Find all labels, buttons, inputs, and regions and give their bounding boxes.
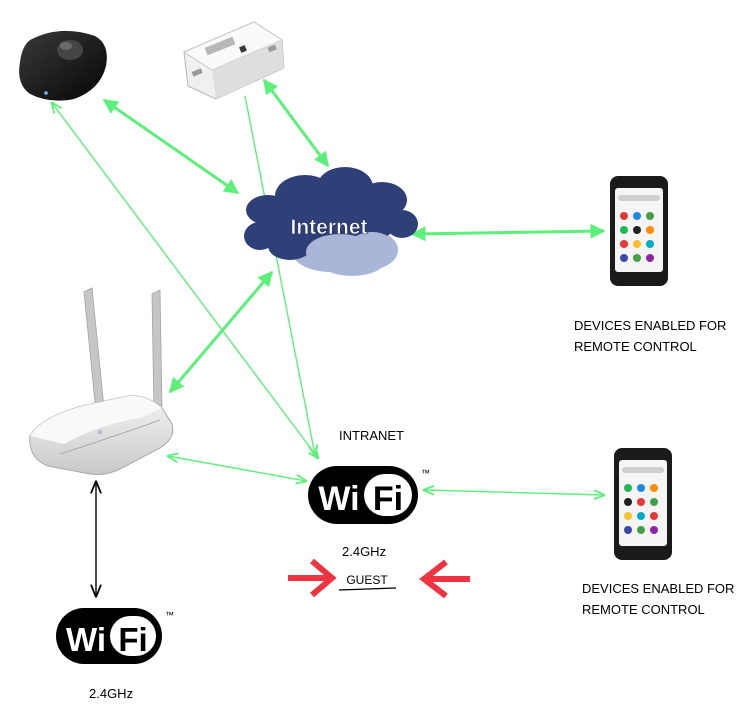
devices-top-caption: DEVICES ENABLED FOR REMOTE CONTROL [574, 315, 726, 357]
wifi-bottom-word-left: Wi [66, 621, 106, 658]
wifi-center-word-right: Fi [373, 480, 403, 518]
wifi-center-word-left: Wi [318, 480, 359, 518]
smartphone-icon [610, 176, 668, 286]
devices-bottom-line2: REMOTE CONTROL [582, 602, 705, 617]
link-router-wifi-center [168, 456, 306, 481]
link-router-cloud [168, 270, 274, 394]
cloud-label: Internet [290, 216, 367, 239]
guest-arrow-left [288, 558, 337, 598]
guest-marker: GUEST [288, 558, 470, 599]
wifi-bottom-frequency: 2.4GHz [89, 686, 134, 701]
wifi-logo-icon: Wi Fi ™ [308, 466, 430, 524]
link-hub-cloud [102, 98, 240, 195]
wifi-bottom-tm: ™ [165, 610, 174, 620]
link-switch-wifi-center [244, 95, 315, 455]
guest-label: GUEST [346, 573, 388, 587]
link-wifi-center-phone-bottom [424, 490, 604, 495]
devices-top-line1: DEVICES ENABLED FOR [574, 318, 727, 333]
internet-cloud-icon: Internet [244, 167, 418, 276]
wifi-bottom-word-right: Fi [118, 621, 147, 658]
connections [52, 78, 606, 596]
guest-underline [338, 587, 397, 591]
wifi-center-frequency: 2.4GHz [342, 544, 387, 559]
guest-arrow-right [419, 559, 470, 599]
link-switch-cloud [262, 78, 330, 168]
link-hub-wifi-center [52, 103, 318, 458]
devices-bottom-line1: DEVICES ENABLED FOR [582, 581, 735, 596]
devices-bottom-caption: DEVICES ENABLED FOR REMOTE CONTROL [582, 578, 734, 620]
wifi-center-tm: ™ [421, 468, 430, 478]
smart-switch-icon [182, 21, 285, 100]
smartphone-icon [614, 448, 672, 560]
wifi-router-icon [29, 287, 174, 475]
smart-ir-hub-icon [19, 30, 107, 101]
devices-top-line2: REMOTE CONTROL [574, 339, 697, 354]
intranet-label: INTRANET [339, 428, 404, 443]
wifi-logo-icon: Wi Fi ™ [56, 608, 174, 664]
link-cloud-phone-top [410, 223, 606, 242]
